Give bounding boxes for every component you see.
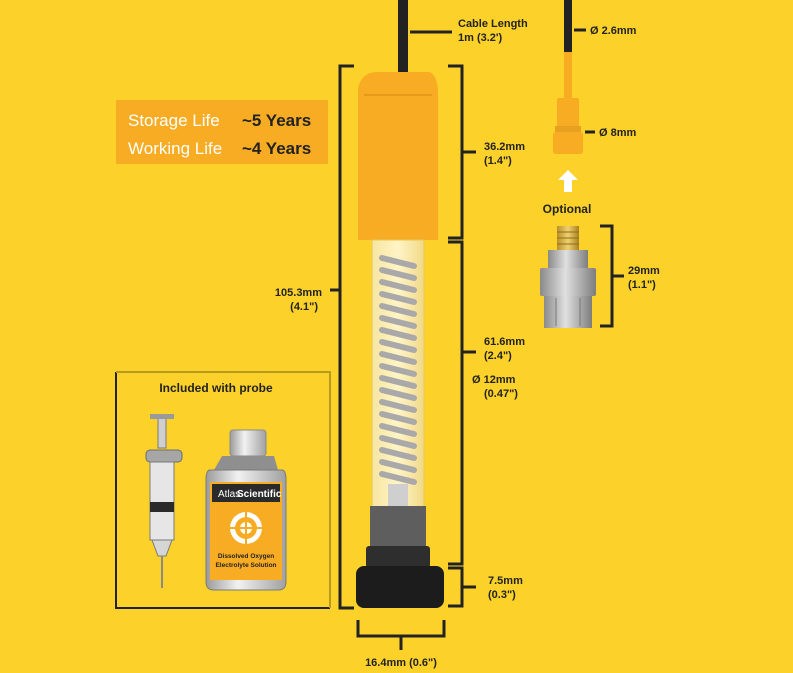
adapter-height-in: (1.1"): [628, 279, 656, 291]
body-length-bracket: [448, 240, 476, 566]
optional-label: Optional: [543, 202, 592, 216]
bottle-brand-prefix: Atlas: [218, 489, 240, 500]
width-label: 16.4mm (0.6"): [365, 657, 437, 669]
base-length-mm: 7.5mm: [488, 575, 523, 587]
adapter-height-bracket: [600, 224, 624, 328]
spring-coil: [379, 255, 417, 485]
storage-life-label: Storage Life: [128, 111, 220, 130]
adapter-height-mm: 29mm: [628, 265, 660, 277]
width-bracket: [356, 620, 446, 650]
cable-diameter-callout: Ø 2.6mm: [574, 25, 637, 37]
spec-panel: Storage Life ~5 Years Working Life ~4 Ye…: [116, 100, 328, 164]
cable-diameter: Ø 2.6mm: [590, 25, 637, 37]
included-title: Included with probe: [159, 381, 273, 395]
body-diameter-in: (0.47"): [484, 388, 518, 400]
connector-diameter-callout: Ø 8mm: [585, 127, 637, 139]
probe-sleeve: [356, 506, 444, 608]
bottle-line-2: Electrolyte Solution: [215, 562, 276, 569]
probe-body: [371, 239, 425, 509]
up-arrow-icon: [558, 170, 578, 192]
bnc-adapter: [540, 226, 596, 328]
cable-length-callout: Cable Length 1m (3.2'): [410, 18, 528, 44]
total-length-in: (4.1"): [290, 301, 318, 313]
bottle-line-1: Dissolved Oxygen: [218, 553, 274, 560]
base-length-in: (0.3"): [488, 589, 516, 601]
body-length-mm: 61.6mm: [484, 336, 525, 348]
total-length-bracket: [330, 64, 354, 610]
connector-cable: [553, 0, 583, 154]
probe-cap: [358, 72, 438, 240]
working-life-label: Working Life: [128, 139, 222, 158]
working-life-value: ~4 Years: [242, 139, 311, 158]
included-box: Included with probe: [115, 371, 331, 609]
cap-length-mm: 36.2mm: [484, 141, 525, 153]
syringe-icon: [145, 414, 183, 588]
body-length-in: (2.4"): [484, 350, 512, 362]
cap-length-bracket: [448, 64, 476, 240]
storage-life-value: ~5 Years: [242, 111, 311, 130]
base-length-bracket: [448, 566, 476, 608]
body-diameter-mm: Ø 12mm: [472, 374, 516, 386]
cable-length-label: Cable Length: [458, 18, 528, 30]
cable: [398, 0, 408, 72]
bottle-brand-suffix: Scientific: [237, 489, 282, 500]
cable-length-value: 1m (3.2'): [458, 32, 503, 44]
connector-diameter: Ø 8mm: [599, 127, 637, 139]
electrolyte-bottle: Atlas Scientific Dissolved Oxygen Electr…: [205, 429, 287, 591]
ring-logo-icon: [230, 512, 262, 544]
cap-length-in: (1.4"): [484, 155, 512, 167]
total-length-mm: 105.3mm: [275, 287, 322, 299]
